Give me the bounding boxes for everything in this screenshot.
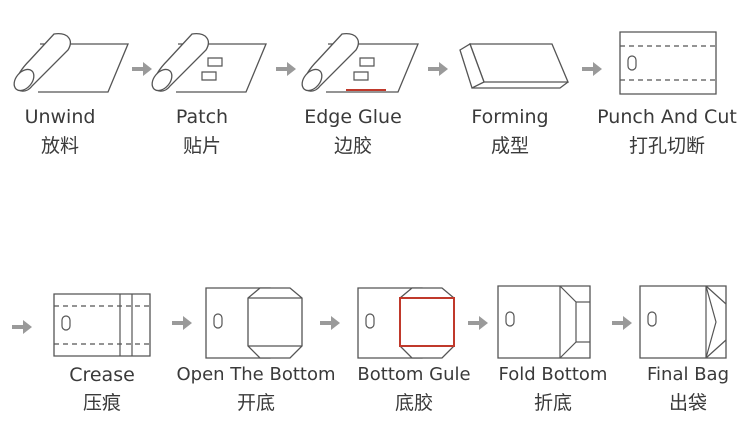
- arrow-icon: [276, 62, 296, 76]
- open-bottom-bag-icon: [204, 284, 306, 362]
- creased-sheet-icon: [52, 292, 152, 358]
- step-label-zh: 压痕: [82, 392, 121, 414]
- step-label-zh: 边胶: [333, 135, 372, 157]
- step-label-zh: 折底: [533, 392, 572, 414]
- step-label-en: Unwind: [24, 106, 96, 128]
- arrow-icon: [468, 316, 488, 330]
- step-label-zh: 成型: [490, 135, 529, 157]
- step-label-zh: 贴片: [182, 135, 221, 157]
- arrow-icon: [12, 320, 32, 334]
- arrow-icon: [172, 316, 192, 330]
- arrow-icon: [582, 62, 602, 76]
- step-label-zh: 底胶: [394, 392, 433, 414]
- step-label-zh: 出袋: [668, 392, 707, 414]
- folded-sheet-icon: [456, 40, 572, 92]
- final-bag-icon: [638, 282, 730, 362]
- step-label-zh: 开底: [236, 392, 275, 414]
- arrow-icon: [428, 62, 448, 76]
- paper-roll-with-glue-line-icon: [300, 28, 420, 98]
- step-label-en: Final Bag: [646, 364, 729, 385]
- step-label-en: Open The Bottom: [176, 364, 336, 385]
- step-label-en: Bottom Gule: [357, 364, 471, 385]
- step-label-en: Patch: [175, 106, 229, 128]
- step-label-zh: 放料: [40, 135, 79, 157]
- step-label-en: Fold Bottom: [498, 364, 608, 385]
- paper-roll-with-patches-icon: [150, 28, 268, 98]
- punched-sheet-icon: [618, 30, 718, 96]
- step-label-zh: 打孔切断: [628, 135, 705, 157]
- step-label-en: Edge Glue: [304, 106, 402, 128]
- step-label-en: Forming: [471, 106, 549, 128]
- bottom-glued-bag-icon: [356, 284, 458, 362]
- paper-roll-icon: [12, 28, 130, 98]
- arrow-icon: [320, 316, 340, 330]
- arrow-icon: [612, 316, 632, 330]
- step-label-en: Punch And Cut: [597, 106, 737, 128]
- folded-bottom-bag-icon: [496, 282, 596, 362]
- arrow-icon: [132, 62, 152, 76]
- step-label-en: Crease: [69, 364, 135, 386]
